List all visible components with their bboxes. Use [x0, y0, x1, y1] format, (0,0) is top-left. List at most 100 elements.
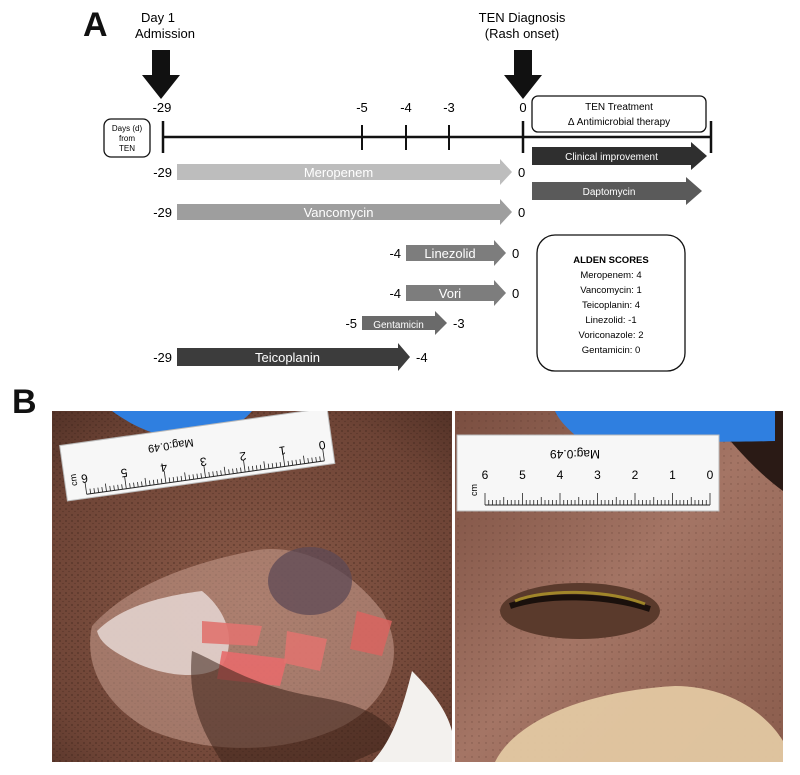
ruler-tick	[192, 474, 195, 480]
alden-line: Meropenem: 4	[580, 270, 641, 281]
drug-start-day: -29	[153, 165, 172, 180]
timeline-figure: Day 1 Admission TEN Diagnosis (Rash onse…	[103, 10, 713, 372]
ruler-tick	[184, 472, 187, 481]
panel-b-label: B	[12, 383, 37, 421]
erosion-area	[350, 611, 392, 656]
alden-line: Gentamicin: 0	[582, 345, 641, 356]
ruler-tick	[216, 470, 218, 476]
ruler-tick	[133, 482, 135, 488]
rash-onset-label: (Rash onset)	[485, 26, 559, 41]
ruler-tick	[109, 485, 111, 491]
erosion-area	[202, 621, 262, 646]
drug-end-day: -3	[453, 316, 465, 331]
ruler-number: 3	[594, 468, 601, 482]
ruler-tick	[196, 473, 199, 479]
post-arrow-label: Daptomycin	[583, 187, 636, 198]
ruler-tick	[160, 478, 163, 484]
ruler-tick	[93, 488, 96, 494]
ruler-tick	[180, 475, 183, 481]
ruler-tick	[172, 476, 175, 483]
ruler-tick	[117, 484, 119, 490]
admission-arrow	[142, 50, 180, 99]
drug-name: Linezolid	[424, 246, 475, 261]
alden-scores-box	[536, 234, 686, 372]
ruler-mag-label: Mag:0.49	[550, 447, 600, 461]
diagnosis-arrow	[504, 50, 542, 99]
ruler-tick	[223, 466, 226, 475]
ruler-number: 5	[519, 468, 526, 482]
ruler-tick	[208, 471, 210, 478]
drug-arrow	[406, 240, 506, 266]
ruler-tick	[203, 465, 206, 478]
ruler-tick	[311, 457, 313, 463]
ruler-tick	[97, 487, 99, 493]
tick-label: -4	[400, 100, 412, 115]
treatment-box-line: TEN Treatment	[585, 102, 653, 113]
drug-name: Gentamicin	[373, 320, 424, 331]
bruise-area	[268, 547, 352, 615]
ruler-tick	[240, 467, 242, 473]
panel-a-label: A	[83, 6, 108, 44]
drug-end-day: 0	[518, 165, 525, 180]
ruler-tick	[188, 474, 191, 480]
ruler-tick	[267, 463, 270, 469]
ruler-number: 2	[632, 468, 639, 482]
ruler-number: 1	[669, 468, 676, 482]
drug-start-day: -29	[153, 350, 172, 365]
alden-line: Linezolid: -1	[585, 315, 636, 326]
drug-end-day: 0	[512, 246, 519, 261]
ruler-baseline	[86, 460, 325, 495]
ruler-tick	[322, 448, 325, 461]
ruler-number: 3	[199, 454, 208, 469]
tick-label: -29	[153, 100, 172, 115]
ruler-unit-label: cm	[68, 473, 80, 486]
ruler-tick	[84, 482, 88, 495]
days-from-ten-box	[103, 118, 151, 158]
days-box-line: Days (d)	[112, 124, 143, 133]
drug-arrow	[362, 311, 447, 335]
drug-name: Vancomycin	[304, 205, 374, 220]
ruler-tick	[228, 469, 230, 475]
ruler-tick	[212, 471, 214, 477]
alden-title: ALDEN SCORES	[573, 255, 648, 266]
ruler-tick	[303, 455, 305, 464]
eyelash-crust	[514, 590, 646, 606]
ruler-tick	[307, 458, 309, 464]
ruler-number: 6	[482, 468, 489, 482]
ruler-tick	[129, 483, 131, 489]
ruler-number: 4	[557, 468, 564, 482]
ruler-tick	[287, 460, 290, 466]
ruler-tick	[168, 477, 171, 483]
ruler-tick	[232, 468, 234, 474]
ruler-tick	[137, 482, 139, 488]
ruler-tick	[251, 465, 254, 471]
drug-start-day: -5	[345, 316, 357, 331]
tick-label: -5	[356, 100, 368, 115]
ruler-tick	[144, 477, 147, 486]
tick-label: 0	[519, 100, 526, 115]
erosion-area	[284, 631, 327, 671]
ruler-tick	[282, 454, 286, 467]
post-arrow-label: Clinical improvement	[565, 152, 658, 163]
ruler-tick	[259, 464, 262, 470]
ruler-tick	[124, 476, 127, 489]
drug-name: Teicoplanin	[255, 350, 320, 365]
ruler-tick	[248, 466, 250, 472]
drug-start-day: -29	[153, 205, 172, 220]
ruler-number: 0	[318, 438, 327, 453]
ruler-number: 0	[707, 468, 714, 482]
ten-treatment-box	[531, 95, 707, 133]
ruler-tick	[89, 488, 92, 494]
ruler-tick	[255, 465, 258, 471]
tick-label: -3	[443, 100, 455, 115]
alden-line: Vancomycin: 1	[580, 285, 642, 296]
ruler-tick	[113, 485, 115, 491]
ruler-tick	[275, 462, 278, 468]
drug-name: Meropenem	[304, 165, 373, 180]
ruler-tick	[121, 484, 123, 490]
ruler-tick	[271, 463, 274, 469]
